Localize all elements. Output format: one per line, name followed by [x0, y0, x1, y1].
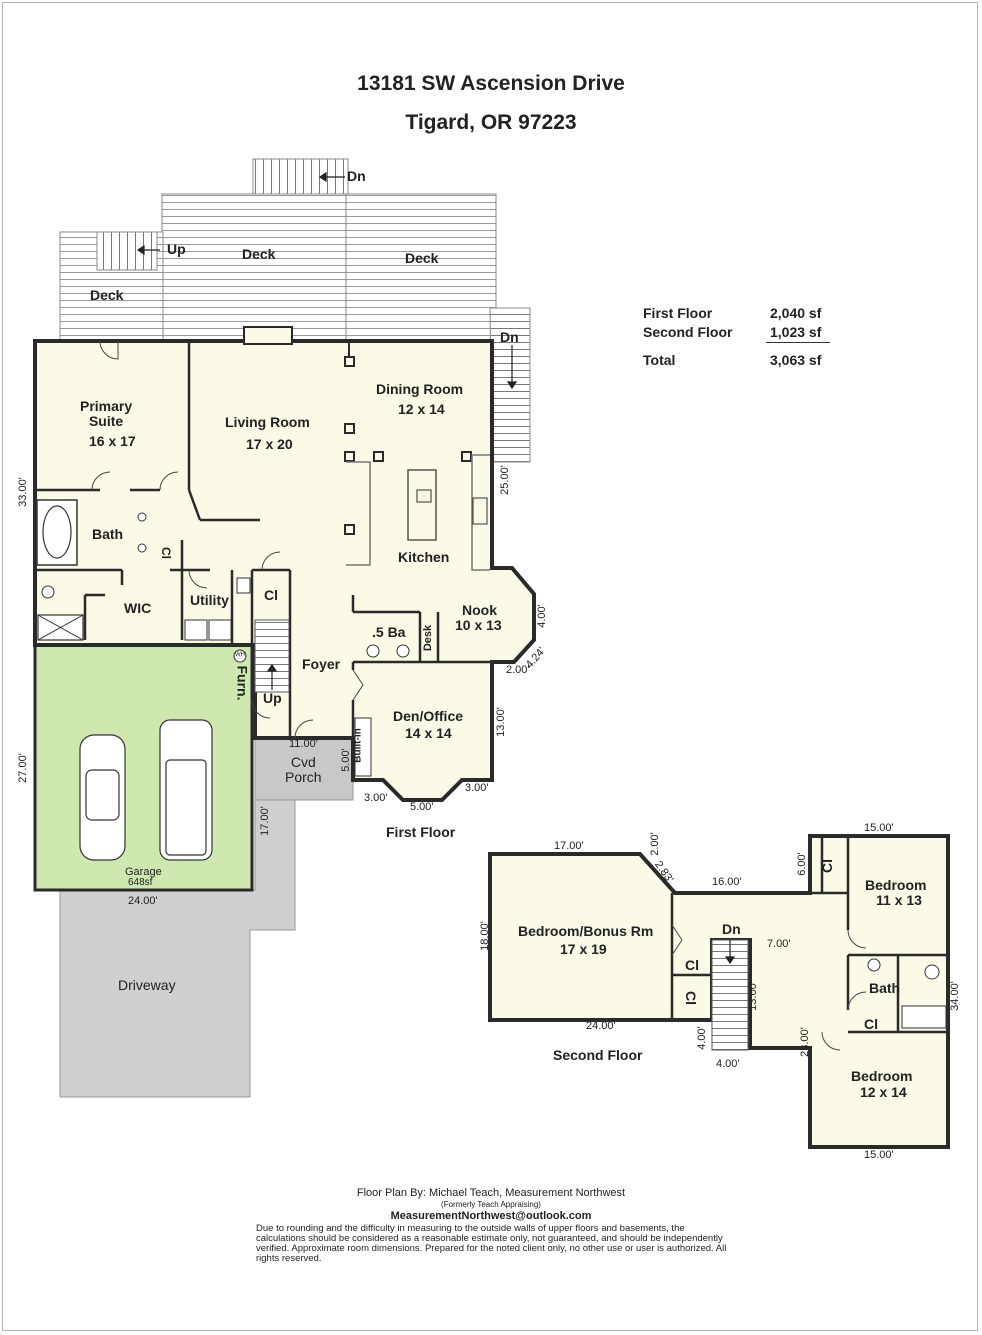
- bonus-room-label: Bedroom/Bonus Rm: [518, 923, 654, 939]
- closet-label-2: Cl: [159, 547, 173, 559]
- closet-2f-1: Cl: [685, 957, 699, 973]
- living-room-size: 17 x 20: [246, 436, 293, 452]
- garage-label: Garage: [125, 866, 162, 878]
- wic-label: WIC: [124, 600, 152, 616]
- porch-label: Cvd Porch: [285, 754, 322, 785]
- closet-2f-4: Cl: [864, 1016, 878, 1032]
- dim-24: 24.00': [128, 895, 158, 907]
- second-floor-title: Second Floor: [553, 1047, 643, 1063]
- dim2-18: 18.00': [478, 921, 491, 951]
- covered-porch: [254, 737, 354, 801]
- dim2-2: 2.00': [648, 832, 661, 856]
- foyer-label: Foyer: [302, 656, 341, 672]
- half-bath-label: .5 Ba: [372, 624, 406, 640]
- dim-25: 25.00': [498, 465, 511, 495]
- deck-left-label: Deck: [90, 287, 124, 303]
- address-title: 13181 SW Ascension Drive: [357, 72, 625, 95]
- bedroom2-size: 12 x 14: [860, 1084, 907, 1100]
- closet-label-1: Cl: [264, 587, 278, 603]
- closet-2f-3: Cl: [819, 859, 835, 873]
- dining-room-label: Dining Room: [376, 381, 464, 397]
- area-total-value: 3,063 sf: [770, 352, 822, 368]
- dim-27: 27.00': [16, 753, 29, 783]
- dim-4: 4.00': [535, 604, 548, 628]
- kitchen-label: Kitchen: [398, 549, 450, 565]
- deck-upper: [161, 193, 497, 341]
- hall-bath-label: Bath: [869, 980, 901, 996]
- driveway-shape: [59, 799, 296, 1098]
- driveway-label: Driveway: [118, 977, 176, 993]
- dim2-4-vert: 4.00': [695, 1026, 708, 1050]
- bathtub: [36, 499, 78, 566]
- built-in-label: Built-in: [352, 728, 364, 763]
- dim2-24: 24.00': [586, 1020, 616, 1032]
- water-heater-label: WH: [235, 652, 245, 658]
- dim-13: 13.00': [494, 707, 507, 737]
- dim-5-porch: 5.00': [339, 748, 352, 772]
- dim2-7: 7.00': [767, 938, 791, 950]
- dim-3-left: 3.00': [364, 792, 388, 804]
- bonus-room-size: 17 x 19: [560, 941, 607, 957]
- dim2-6: 6.00': [795, 852, 808, 876]
- nook-size: 10 x 13: [455, 617, 502, 633]
- area-first-value: 2,040 sf: [770, 305, 822, 321]
- formerly-line: (Formerly Teach Appraising): [441, 1200, 541, 1209]
- area-second-label: Second Floor: [643, 324, 733, 340]
- furnace-label: Furn.: [234, 665, 251, 701]
- dim-5-den: 5.00': [410, 801, 434, 813]
- deck-right-label: Deck: [405, 250, 439, 266]
- dim2-13: 13.00': [746, 981, 759, 1011]
- dim-11: 11.00': [289, 738, 318, 750]
- dim-17: 17.00': [258, 806, 271, 836]
- utility-label: Utility: [190, 592, 229, 608]
- garage-cars: [79, 719, 213, 861]
- living-room-label: Living Room: [225, 414, 310, 430]
- dim2-15-bottom: 15.00': [864, 1149, 894, 1161]
- bedroom1-label: Bedroom: [865, 877, 927, 893]
- area-second-value: 1,023 sf: [770, 324, 822, 340]
- closet-2f-2: Cl: [683, 991, 699, 1005]
- deck-left-stairs: [96, 231, 158, 271]
- dining-room-size: 12 x 14: [398, 401, 445, 417]
- area-first-label: First Floor: [643, 305, 713, 321]
- credit-line: Floor Plan By: Michael Teach, Measuremen…: [356, 1187, 626, 1199]
- dim2-34: 34.00': [948, 981, 961, 1011]
- disclaimer-text: Due to rounding and the difficulty in me…: [256, 1223, 727, 1264]
- primary-suite-label: Primary Suite: [80, 398, 133, 429]
- built-in-cabinet: [354, 717, 372, 777]
- dim2-16: 16.00': [712, 876, 742, 888]
- deck-up-label: Up: [167, 241, 186, 257]
- garage-area-label: 648sf: [128, 877, 153, 888]
- garage-area: [33, 643, 254, 892]
- dim-3-right: 3.00': [465, 782, 489, 794]
- dim-33: 33.00': [16, 477, 29, 507]
- deck-top-dn-label: Dn: [347, 168, 366, 184]
- primary-bath-label: Bath: [92, 526, 124, 542]
- dim2-23: 23.00': [798, 1027, 811, 1057]
- deck-right-dn-label: Dn: [500, 329, 519, 345]
- first-floor-title: First Floor: [386, 824, 456, 840]
- kitchen-island: [407, 469, 437, 541]
- desk-label: Desk: [422, 624, 435, 652]
- second-floor-dn-label: Dn: [722, 921, 741, 937]
- dim-2: 2.00': [506, 664, 530, 676]
- den-office-size: 14 x 14: [405, 725, 452, 741]
- deck-mid-label: Deck: [242, 246, 276, 262]
- bedroom1-size: 11 x 13: [876, 892, 922, 908]
- email-line: MeasurementNorthwest@outlook.com: [390, 1210, 592, 1222]
- nook-label: Nook: [462, 602, 497, 618]
- area-sum-rule: [766, 342, 830, 343]
- fireplace: [243, 326, 293, 345]
- bedroom2-label: Bedroom: [851, 1068, 913, 1084]
- area-total-label: Total: [643, 352, 676, 368]
- dim2-15-top: 15.00': [864, 822, 894, 834]
- dim2-17: 17.00': [554, 840, 584, 852]
- city-title: Tigard, OR 97223: [405, 111, 577, 134]
- den-office-label: Den/Office: [393, 708, 464, 724]
- dim2-4-horiz: 4.00': [716, 1058, 740, 1070]
- primary-suite-size: 16 x 17: [89, 433, 136, 449]
- stairs-up-label: Up: [263, 690, 282, 706]
